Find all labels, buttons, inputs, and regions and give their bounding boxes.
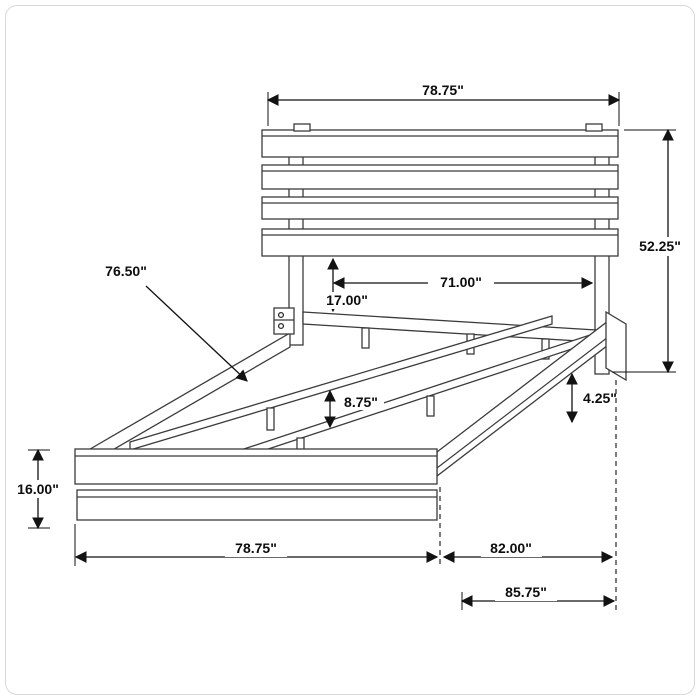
slat-peg: [361, 327, 370, 349]
dim-label-headboard-height: 52.25": [639, 238, 681, 254]
dim-footboard-height: 16.00": [10, 448, 66, 530]
dim-label-inner-width: 71.00": [440, 274, 482, 290]
dim-label-footboard-width: 78.75": [235, 540, 277, 556]
dimension-annotations: 78.75" 52.25" 76.50" 71.00": [10, 82, 689, 612]
headboard: [261, 123, 619, 375]
dim-footboard-width: 78.75": [74, 524, 439, 566]
dim-label-slat-clearance: 8.75": [344, 394, 378, 410]
dim-label-overall-length: 85.75": [505, 584, 547, 600]
dim-overall-length: 85.75": [460, 584, 616, 610]
hardware-bracket: [273, 307, 295, 335]
bed-drawing: [74, 123, 627, 521]
dim-label-frame-length: 82.00": [490, 540, 532, 556]
mounting-clip: [293, 123, 311, 132]
leader-arrow: [145, 285, 248, 382]
dim-headboard-gap: 17.00": [320, 257, 375, 313]
dim-label-headboard-gap: 17.00": [326, 292, 368, 308]
dim-slat-clearance: 8.75": [324, 389, 384, 429]
dim-label-side-rail-length: 76.50": [105, 263, 147, 279]
dim-headboard-width: 78.75": [266, 82, 621, 126]
dim-headboard-height: 52.25": [612, 128, 689, 374]
support-leg: [426, 395, 435, 417]
support-leg: [266, 407, 275, 431]
headboard-slat: [261, 129, 619, 158]
dim-frame-length: 82.00": [442, 540, 614, 563]
dim-label-rail-width: 4.25": [583, 390, 617, 406]
footboard-slat: [74, 448, 438, 485]
headboard-slat: [261, 228, 619, 257]
footboard: [74, 448, 438, 521]
dim-label-footboard-height: 16.00": [17, 481, 59, 497]
headboard-slat: [261, 196, 619, 220]
mounting-clip: [585, 123, 603, 132]
dim-label-headboard-width: 78.75": [422, 82, 464, 98]
frame-rails: [84, 310, 627, 479]
dim-inner-width: 71.00": [332, 274, 594, 291]
rail-end-post: [605, 310, 627, 382]
headboard-slat: [261, 164, 619, 190]
dim-rail-width: 4.25": [566, 372, 624, 424]
dim-side-rail-length: 76.50": [105, 263, 248, 382]
footboard-slat: [76, 489, 438, 521]
center-rail: [129, 315, 553, 451]
